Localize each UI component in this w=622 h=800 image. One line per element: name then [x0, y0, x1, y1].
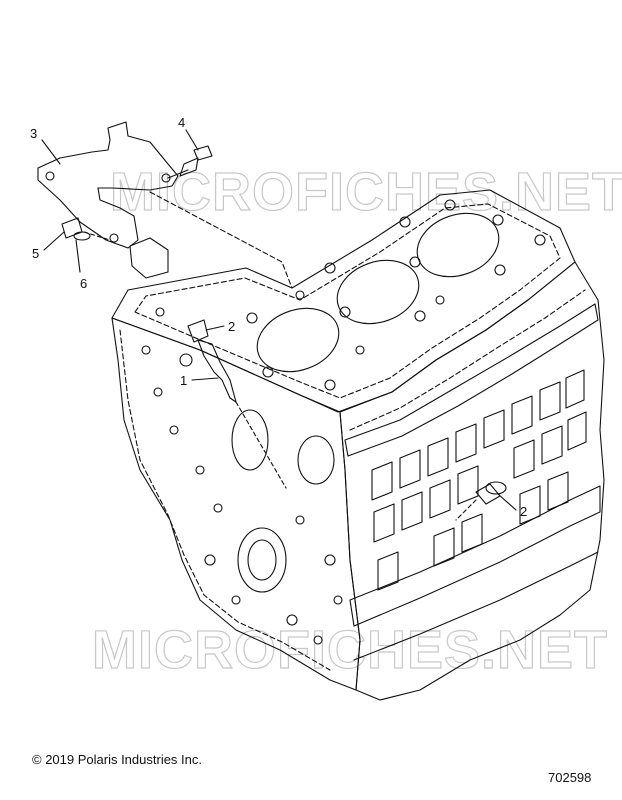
block-skirt-dashed — [349, 289, 586, 431]
bracket-hole-lower — [109, 233, 119, 243]
cylinder-bore-3 — [416, 212, 500, 278]
callout-4: 4 — [178, 115, 185, 130]
callout-1: 1 — [180, 373, 187, 388]
bracket-hole-left — [45, 171, 55, 181]
front-timing-case — [111, 317, 361, 691]
block-side-windows — [371, 369, 587, 591]
gasket-inner-outline — [134, 203, 561, 399]
copyright-notice: © 2019 Polaris Industries Inc. — [32, 752, 202, 767]
leader-5 — [43, 231, 65, 251]
cylinder-bore-2 — [336, 259, 420, 325]
front-case-opening-upper — [231, 409, 269, 471]
cylinder-bore-1 — [256, 307, 340, 373]
callout-5: 5 — [32, 246, 39, 261]
oil-pressure-sensor-front — [187, 319, 287, 489]
leader-6 — [75, 239, 81, 273]
front-case-opening-lower — [237, 527, 287, 593]
leader-2a — [205, 325, 225, 331]
block-lower-rail — [349, 485, 601, 627]
leader-3 — [41, 139, 61, 165]
bracket-mount-pad — [129, 237, 169, 279]
mounting-bracket — [37, 121, 179, 249]
document-number: 702598 — [548, 770, 592, 785]
leader-4 — [185, 129, 199, 151]
block-bottom-edge — [353, 551, 599, 661]
front-case-bolt-holes — [141, 307, 343, 645]
callout-6: 6 — [80, 276, 87, 291]
front-case-opening-mid — [297, 435, 335, 485]
leader-1 — [191, 377, 219, 381]
watermark-top: MICROFICHES.NET — [110, 162, 622, 222]
leader-2b — [497, 493, 517, 511]
bolt-4 — [167, 145, 213, 179]
head-bolt-holes — [246, 199, 546, 391]
front-case-opening-inner — [247, 539, 277, 581]
front-case-dashed-edge — [119, 329, 331, 671]
callout-2-side: 2 — [520, 504, 527, 519]
block-upper-rail — [344, 303, 599, 457]
bolt-5-washer-6 — [61, 217, 111, 241]
bracket-hole-upper — [161, 173, 171, 183]
block-right-side — [339, 261, 605, 701]
callout-2-front: 2 — [228, 319, 235, 334]
bracket-assembly-line — [149, 191, 293, 289]
callout-3: 3 — [30, 126, 37, 141]
watermark-bottom: MICROFICHES.NET — [92, 620, 608, 680]
